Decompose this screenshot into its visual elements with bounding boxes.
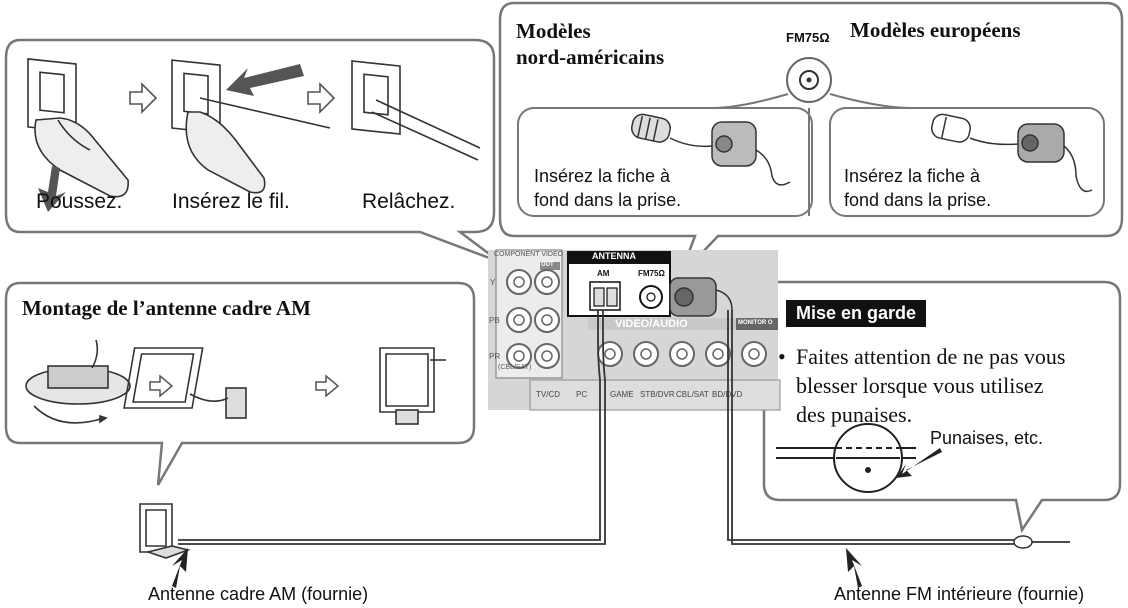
next-arrow-icon [315, 374, 340, 398]
input-label-pc: PC [576, 390, 588, 399]
am-loop-antenna-icon [139, 503, 191, 559]
fm-antenna-caption: Antenne FM intérieure (fournie) [834, 584, 1085, 604]
receiver-rear-panel [488, 249, 781, 411]
next-arrow-icon [129, 82, 158, 114]
input-label-game: GAME [610, 390, 634, 399]
input-label-cblsat: CBL/SAT [676, 390, 709, 399]
pushpins-label: Punaises, etc. [930, 428, 1044, 448]
european-models-title: Modèles européens [850, 18, 1021, 42]
insert-arrow-icon [226, 64, 304, 96]
pb-label: PB [489, 316, 500, 325]
y-label: Y [490, 278, 496, 287]
step-insert-label: Insérez le fil. [172, 190, 290, 213]
video-audio-label: VIDEO/AUDIO [615, 318, 688, 330]
am-assembly-title: Montage de l’antenne cadre AM [22, 296, 311, 320]
input-label-tvcd: TV/CD [536, 390, 560, 399]
na-plug-illustration [631, 113, 791, 186]
cbl-sat-label: (CBL/SAT) [498, 364, 532, 371]
am-antenna-caption: Antenne cadre AM (fournie) [148, 584, 369, 604]
fm-socket-icon [786, 57, 832, 103]
antenna-block-label: ANTENNA [592, 251, 636, 261]
step-push-label: Poussez. [36, 190, 123, 213]
am-terminal-label: AM [597, 269, 610, 278]
out-label: OUT [541, 262, 554, 268]
pr-label: PR [489, 352, 501, 361]
fm-plug-connected [669, 277, 733, 317]
fm-socket-label: FM75Ω [786, 30, 830, 45]
step-release-label: Relâchez. [362, 190, 456, 213]
next-arrow-icon [307, 82, 336, 114]
am-label-arrow-icon [172, 548, 188, 588]
fm-terminal-label: FM75Ω [638, 269, 665, 278]
caution-text: Faites attention de ne pas vous blesser … [796, 344, 1066, 427]
pointer-arrow-icon [896, 448, 942, 478]
push-down-arrow-icon [38, 166, 66, 212]
fm-label-arrow-icon [846, 548, 862, 588]
component-video-label: COMPONENT VIDEO [494, 251, 564, 258]
input-label-stbdvr: STB/DVR [640, 390, 675, 399]
input-label-bddvd: BD/DVD [712, 390, 743, 399]
monitor-out-label: MONITOR O [738, 320, 773, 326]
am-panel-callout [4, 281, 476, 486]
pushpin-illustration [776, 423, 916, 493]
insert-instruction-eu: Insérez la fiche à fond dans la prise. [844, 166, 992, 210]
wire-steps-illustration [27, 58, 481, 198]
am-assembly-illustration [25, 339, 446, 425]
north-american-models-title: Modèles nord-américains [516, 19, 665, 69]
next-arrow-icon [149, 374, 174, 398]
caution-bullet: • [778, 344, 786, 369]
insert-instruction-na: Insérez la fiche à fond dans la prise. [534, 166, 682, 210]
caution-badge: Mise en garde [786, 300, 927, 327]
eu-plug-illustration [931, 113, 1093, 193]
